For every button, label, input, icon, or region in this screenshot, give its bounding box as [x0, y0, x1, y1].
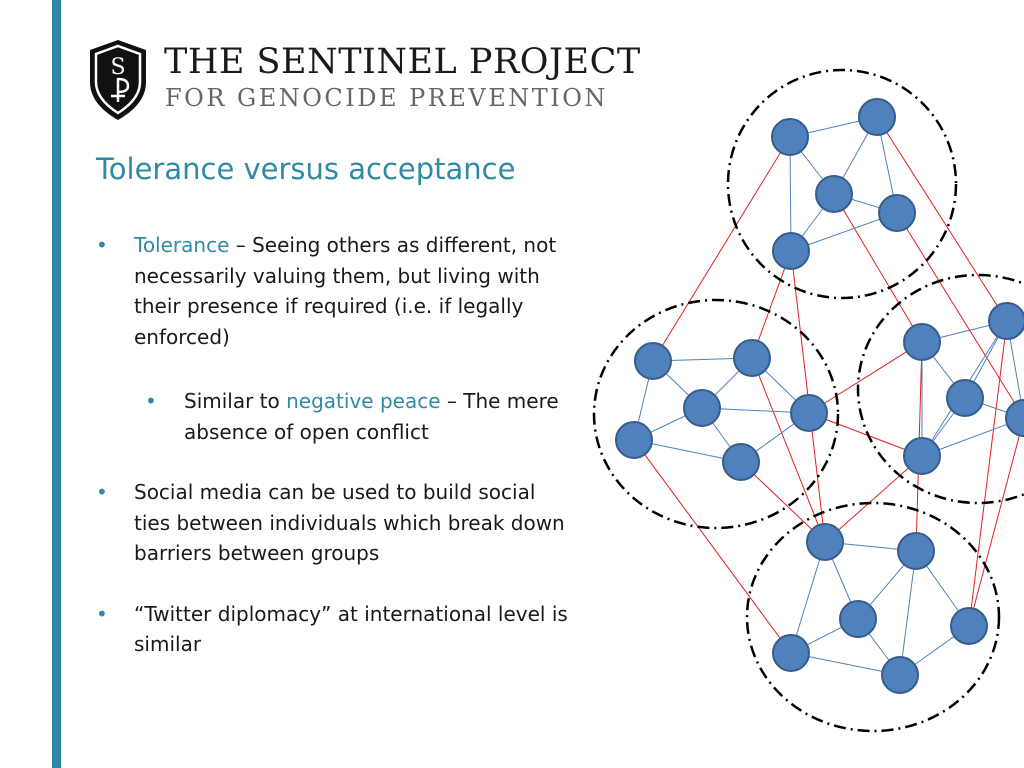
- group-boundary: [592, 298, 840, 530]
- network-node: [806, 523, 844, 561]
- cross-group-edge: [833, 193, 923, 343]
- network-node: [903, 323, 941, 361]
- logo-title: THE SENTINEL PROJECT: [164, 42, 641, 82]
- bullet-tolerance-text: – Seeing others as different, not necess…: [134, 233, 557, 349]
- svg-text:S: S: [110, 55, 125, 80]
- network-node: [634, 342, 672, 380]
- sub-bullet-list: Similar to negative peace – The mere abs…: [134, 386, 576, 447]
- cross-group-edge: [968, 417, 1024, 627]
- network-node: [839, 600, 877, 638]
- cross-group-edge: [808, 412, 923, 457]
- cross-group-edge: [740, 461, 826, 543]
- cross-group-edge: [652, 136, 791, 362]
- slide-title: Tolerance versus acceptance: [96, 152, 516, 186]
- group-boundary: [856, 273, 1024, 505]
- network-node: [946, 379, 984, 417]
- bullet-social-media: Social media can be used to build social…: [96, 477, 576, 569]
- group-boundary: [745, 501, 1001, 733]
- network-node: [722, 443, 760, 481]
- cross-group-edge: [876, 116, 1008, 322]
- network-node: [790, 394, 828, 432]
- left-accent-bar: [52, 0, 61, 768]
- cross-group-edge: [896, 212, 1024, 419]
- term-negative-peace: negative peace: [286, 389, 441, 413]
- social-network-diagram: [592, 68, 1024, 733]
- in-group-edge: [899, 550, 917, 676]
- bullet-tolerance: Tolerance – Seeing others as different, …: [96, 230, 576, 447]
- bullet-list: Tolerance – Seeing others as different, …: [96, 230, 576, 690]
- network-node: [881, 656, 919, 694]
- network-node: [878, 194, 916, 232]
- bullet-social-media-text: Social media can be used to build social…: [134, 480, 565, 565]
- network-node: [988, 302, 1024, 340]
- network-node: [683, 389, 721, 427]
- network-node: [615, 421, 653, 459]
- cross-group-edge: [968, 320, 1008, 627]
- bullet-twitter-diplomacy-text: “Twitter diplomacy” at international lev…: [134, 601, 568, 657]
- network-node: [815, 175, 853, 213]
- network-node: [858, 98, 896, 136]
- network-node: [733, 339, 771, 377]
- cross-group-edge: [633, 439, 792, 654]
- bullet-twitter-diplomacy: “Twitter diplomacy” at international lev…: [96, 599, 576, 660]
- group-boundary: [726, 68, 958, 300]
- network-node: [772, 232, 810, 270]
- logo-subtitle: FOR GENOCIDE PREVENTION: [165, 84, 608, 112]
- sub-bullet-lead: Similar to: [184, 389, 287, 413]
- sentinel-project-logo: S THE SENTINEL PROJECT FOR GENOCIDE PREV…: [86, 38, 640, 122]
- network-node: [903, 437, 941, 475]
- sub-bullet-text: – The mere absence of open conflict: [184, 389, 559, 444]
- shield-emblem-icon: S: [90, 40, 146, 120]
- network-node: [1005, 399, 1024, 437]
- cross-group-edge: [808, 341, 923, 414]
- cross-group-edge: [824, 455, 923, 543]
- sub-bullet-negative-peace: Similar to negative peace – The mere abs…: [140, 386, 576, 447]
- network-node: [772, 634, 810, 672]
- term-tolerance: Tolerance: [134, 233, 230, 257]
- network-node: [897, 532, 935, 570]
- network-node: [771, 118, 809, 156]
- cross-group-edge: [751, 357, 826, 543]
- in-group-edge: [790, 541, 826, 654]
- in-group-edge: [789, 136, 792, 252]
- network-node: [950, 607, 988, 645]
